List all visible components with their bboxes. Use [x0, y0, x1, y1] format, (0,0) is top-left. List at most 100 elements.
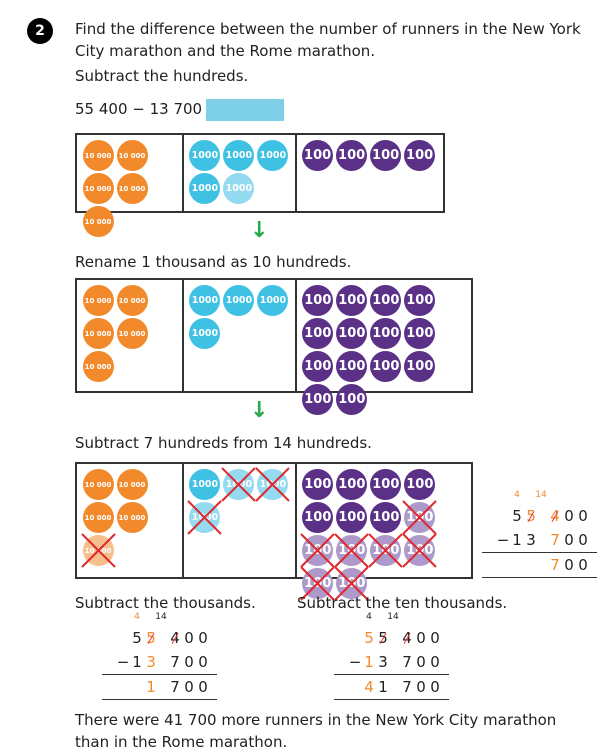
counter-100: 100 [336, 140, 368, 171]
counter-100-crossed: 100 [334, 533, 370, 568]
digit: 7 [402, 678, 412, 696]
counter-10000: 10 000 [82, 502, 114, 533]
digit: 0 [198, 629, 208, 647]
answer-box[interactable] [206, 99, 284, 121]
counter-100: 100 [302, 502, 334, 533]
counter-100: 100 [404, 318, 436, 349]
counter-10000: 10 000 [116, 285, 148, 316]
counter-1000: 1000 [189, 140, 221, 171]
counter-10000-crossed: 10 000 [80, 533, 116, 568]
digit: 0 [430, 678, 440, 696]
cross-out-icon [402, 533, 438, 568]
step-subtract-7-hundreds: Subtract 7 hundreds from 14 hundreds. [75, 434, 372, 452]
counter-100-crossed: 100 [334, 566, 370, 601]
step-rename: Rename 1 thousand as 10 hundreds. [75, 253, 352, 271]
counter-100: 100 [370, 318, 402, 349]
digit: 0 [430, 653, 440, 671]
down-arrow-icon: ↓ [250, 218, 269, 243]
counter-100: 100 [302, 285, 334, 316]
digit: 0 [578, 556, 588, 574]
digit: 0 [416, 678, 426, 696]
counter-100: 100 [404, 285, 436, 316]
digit: 5 [132, 629, 142, 647]
exchange-digit: 4 [514, 490, 520, 500]
digit: 1 [132, 653, 142, 671]
digit: 1 [512, 531, 522, 549]
digit: 4 [364, 678, 374, 696]
counter-100: 100 [302, 318, 334, 349]
step-subtract-ten-thousands: Subtract the ten thousands. [297, 594, 508, 612]
digit: 3 [378, 653, 388, 671]
cross-out-icon [300, 566, 336, 601]
exchange-digit: 14 [535, 490, 547, 500]
step-subtract-thousands: Subtract the thousands. [75, 594, 256, 612]
counter-10000: 10 000 [82, 173, 114, 204]
digit: − [496, 531, 510, 549]
counter-10000: 10 000 [116, 173, 148, 204]
question-number-badge: 2 [27, 18, 53, 44]
counter-100: 100 [370, 285, 402, 316]
counter-1000: 1000 [257, 285, 289, 316]
counter-100: 100 [302, 469, 334, 500]
exchange-notes: 4 14 [482, 490, 597, 504]
divider-line [102, 674, 217, 675]
counter-100: 100 [302, 384, 334, 415]
exchange-digit: 14 [155, 612, 167, 622]
digit: 4 [168, 629, 182, 647]
counter-100: 100 [404, 140, 436, 171]
digit: − [116, 653, 130, 671]
counter-100: 100 [336, 384, 368, 415]
counter-10000: 10 000 [82, 469, 114, 500]
counter-10000: 10 000 [116, 469, 148, 500]
digit: 0 [184, 678, 194, 696]
counter-100-crossed: 100 [402, 500, 438, 535]
digit: 0 [430, 629, 440, 647]
digit: 0 [578, 507, 588, 525]
counter-1000-crossed: 1000 [255, 467, 291, 502]
counter-100: 100 [370, 502, 402, 533]
counter-100: 100 [404, 469, 436, 500]
counter-100: 100 [336, 285, 368, 316]
digit: 0 [184, 629, 194, 647]
digit: 7 [170, 653, 180, 671]
cross-out-icon [300, 533, 336, 568]
counter-10000: 10 000 [116, 502, 148, 533]
counter-100: 100 [302, 351, 334, 382]
digit: 3 [526, 531, 536, 549]
counter-100: 100 [404, 351, 436, 382]
digit: 0 [564, 507, 574, 525]
digit: 0 [578, 531, 588, 549]
counter-100: 100 [370, 469, 402, 500]
digit: 1 [378, 678, 388, 696]
question-text: Find the difference between the number o… [75, 20, 581, 60]
step-subtract-hundreds: Subtract the hundreds. [75, 67, 249, 85]
cross-out-icon [80, 533, 116, 568]
divider-line [334, 674, 449, 675]
counter-1000: 1000 [189, 318, 221, 349]
digit: 0 [564, 531, 574, 549]
digit: 7 [402, 653, 412, 671]
counter-1000-crossed: 1000 [221, 467, 257, 502]
digit: 4 [548, 507, 562, 525]
cross-out-icon [221, 467, 257, 502]
counter-100-crossed: 100 [300, 533, 336, 568]
counter-100: 100 [336, 318, 368, 349]
digit: 7 [170, 678, 180, 696]
divider-line [334, 699, 449, 700]
counter-1000-crossed: 1000 [187, 500, 223, 535]
